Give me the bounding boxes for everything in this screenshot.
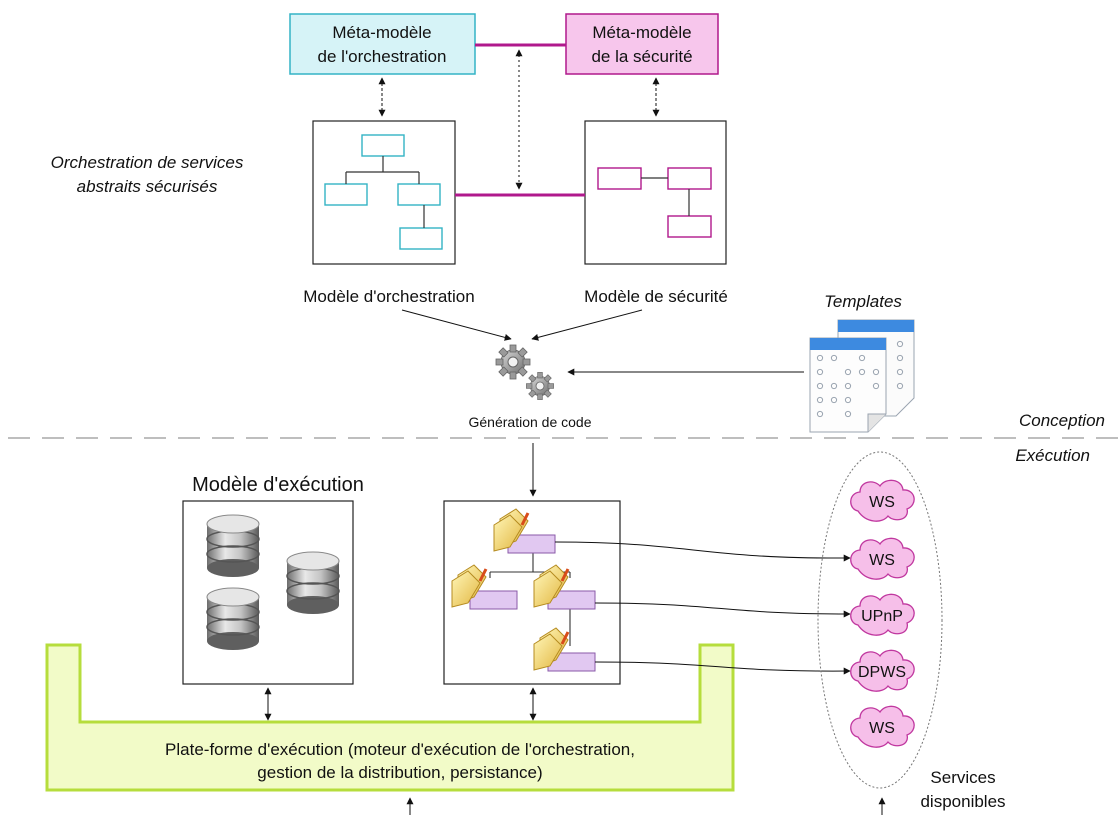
meta-model-security-line2: de la sécurité (591, 47, 692, 66)
service-label: UPnP (861, 608, 903, 625)
side-label-line1: Orchestration de services (51, 153, 244, 172)
template-documents-icon (809, 319, 915, 433)
security-to-generation-arrow (531, 309, 643, 341)
meta-model-orchestration: Méta-modèle de l'orchestration (289, 13, 476, 75)
binding-arrow-ws (554, 541, 851, 562)
service-cloud-ws: WS (850, 479, 915, 522)
services-label-line1: Services (930, 768, 995, 787)
service-cloud-ws: WS (850, 705, 915, 748)
platform-label-line1: Plate-forme d'exécution (moteur d'exécut… (165, 740, 635, 759)
database-icon (206, 514, 260, 578)
execution-phase-label: Exécution (1015, 446, 1090, 465)
service-label: WS (869, 552, 895, 569)
service-label: DPWS (858, 664, 906, 681)
database-icon (206, 587, 260, 651)
execution-platform (45, 643, 735, 792)
binding-arrow-dpws (594, 661, 851, 675)
orchestration-model-box (312, 120, 456, 265)
meta-model-security-line1: Méta-modèle (592, 23, 691, 42)
meta-model-security: Méta-modèle de la sécurité (565, 13, 719, 75)
service-label: WS (869, 720, 895, 737)
security-model-box (584, 120, 727, 265)
code-generation-label: Génération de code (469, 414, 592, 430)
security-model-label: Modèle de sécurité (584, 287, 728, 306)
meta-model-orchestration-line1: Méta-modèle (332, 23, 431, 42)
generated-orchestration-box (443, 500, 621, 685)
platform-label-line2: gestion de la distribution, persistance) (257, 763, 542, 782)
services-label-line2: disponibles (920, 792, 1005, 811)
service-cloud-ws: WS (850, 537, 915, 580)
orchestration-model-label: Modèle d'orchestration (303, 287, 474, 306)
database-icon (286, 551, 340, 615)
service-cloud-dpws: DPWS (850, 649, 915, 692)
services-group (817, 451, 943, 789)
service-cloud-upnp: UPnP (850, 593, 915, 636)
gears-icon (495, 344, 555, 400)
side-label-line2: abstraits sécurisés (77, 177, 218, 196)
execution-model-box (182, 500, 354, 685)
service-label: WS (869, 494, 895, 511)
templates-label: Templates (824, 292, 902, 311)
meta-model-orchestration-line2: de l'orchestration (318, 47, 447, 66)
design-phase-label: Conception (1019, 411, 1105, 430)
binding-arrow-upnp (594, 602, 851, 618)
orchestration-to-generation-arrow (401, 309, 512, 341)
execution-model-label: Modèle d'exécution (192, 474, 364, 496)
